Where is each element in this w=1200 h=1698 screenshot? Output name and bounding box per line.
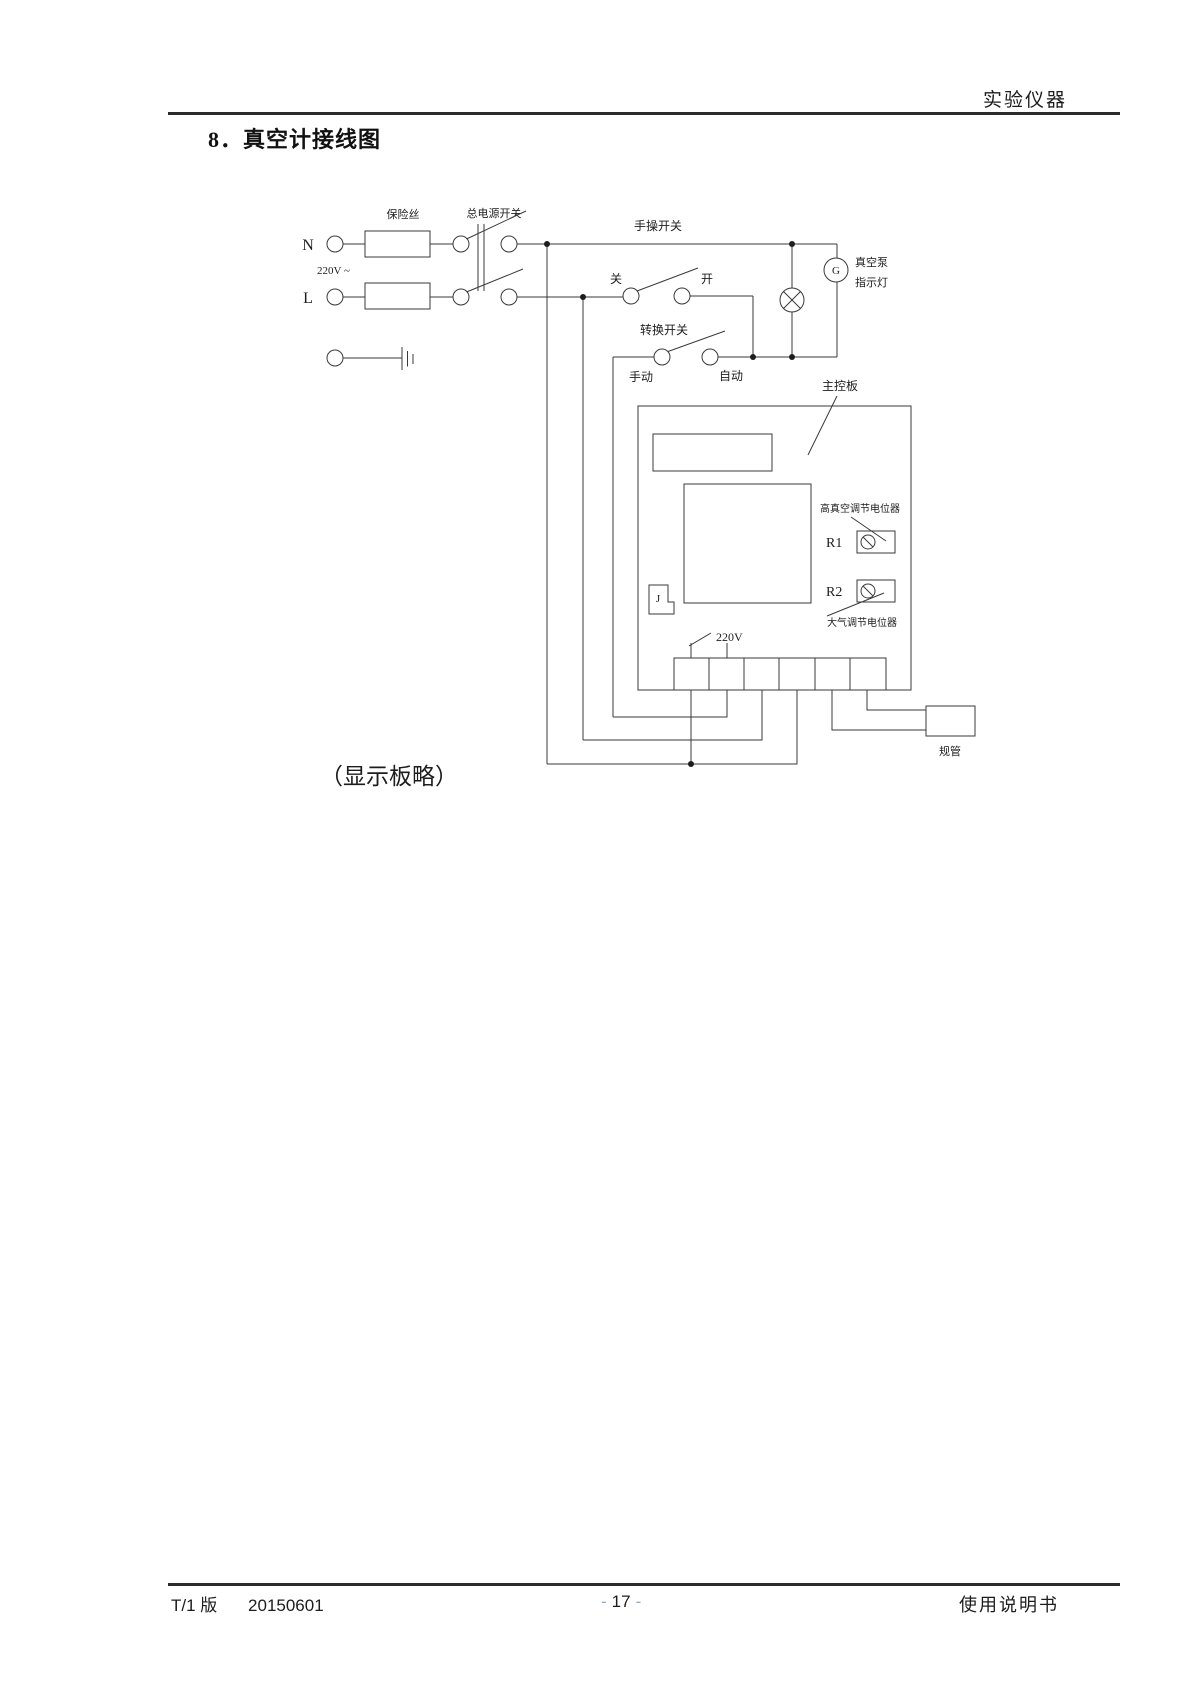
terminal-wiring (547, 690, 926, 765)
manual-operation-switch-label: 手操开关 (634, 218, 682, 233)
l-label: L (303, 290, 313, 307)
atmosphere-pot-label: 大气调节电位器 (827, 616, 897, 629)
l-terminal (326, 288, 344, 306)
header-doc-type: 实验仪器 (982, 90, 1067, 111)
wire-top (517, 243, 838, 357)
board-voltage-label: 220V (716, 630, 743, 644)
pump-indicator-symbol (823, 257, 849, 283)
input-voltage-label: 220V ~ (317, 265, 350, 277)
footer-left: T/1 版 20150601 (171, 1591, 324, 1616)
board-voltage-stubs (688, 632, 728, 658)
page-number-value: 17 (611, 1592, 631, 1611)
lamp-symbol (779, 244, 805, 357)
vertical-feeders (546, 244, 614, 764)
on-off-switch-symbol (622, 267, 754, 357)
r2-potentiometer-symbol (856, 579, 896, 603)
high-vacuum-pot-leader (850, 516, 887, 542)
junction-dots (544, 241, 795, 767)
n-label: N (302, 237, 314, 254)
transfer-switch-label: 转换开关 (640, 322, 688, 337)
power-input-terminals (326, 235, 344, 367)
relay-label: J (656, 593, 661, 605)
main-board-outline (637, 405, 912, 691)
manual-label: 手动 (629, 370, 653, 384)
pump-indicator-g-label: G (832, 265, 840, 277)
r2-label: R2 (826, 585, 842, 600)
pump-indicator-label-line2: 指示灯 (855, 275, 888, 289)
main-board-label: 主控板 (822, 379, 858, 393)
page-dash-right: - (635, 1592, 642, 1611)
fuse-symbol-n (343, 230, 453, 258)
wiring-diagram: N L 220V ~ 保险丝 总电源开关 手操开关 (302, 206, 976, 789)
footer-date: 20150601 (248, 1596, 324, 1615)
relay-box (648, 584, 675, 615)
main-power-switch-label: 总电源开关 (467, 206, 522, 220)
atmosphere-pot-leader (826, 592, 885, 617)
main-board-leader (807, 395, 838, 456)
terminal-block (673, 657, 887, 691)
r1-potentiometer-symbol (856, 530, 896, 554)
fuse-symbol-l (343, 282, 453, 310)
page-dash-left: - (601, 1592, 607, 1611)
n-terminal (326, 235, 344, 253)
r1-label: R1 (826, 536, 842, 551)
display-board-note: （显示板略） (320, 764, 458, 789)
footer-doc-name: 使用说明书 (959, 1595, 1059, 1615)
board-sub-block-top (652, 433, 773, 472)
off-label: 关 (610, 272, 622, 286)
transfer-switch-symbol (613, 330, 837, 366)
on-label: 开 (701, 272, 713, 286)
fuse-label: 保险丝 (387, 207, 420, 221)
page-number: -17- (596, 1592, 646, 1612)
header-rule (168, 112, 1120, 115)
gauge-tube-label: 规管 (939, 744, 961, 758)
footer-version: T/1 版 (171, 1596, 218, 1615)
ground-terminal (326, 349, 344, 367)
section-title: 8．真空计接线图 (208, 127, 382, 152)
board-sub-block-main (683, 483, 812, 604)
footer-rule (168, 1583, 1120, 1586)
gauge-tube-box (925, 705, 976, 737)
high-vacuum-pot-label: 高真空调节电位器 (820, 502, 900, 515)
pump-indicator-label-line1: 真空泵 (855, 255, 888, 269)
main-power-switch-symbol (452, 210, 527, 306)
ground-symbol-icon (343, 347, 414, 370)
auto-label: 自动 (719, 369, 743, 383)
